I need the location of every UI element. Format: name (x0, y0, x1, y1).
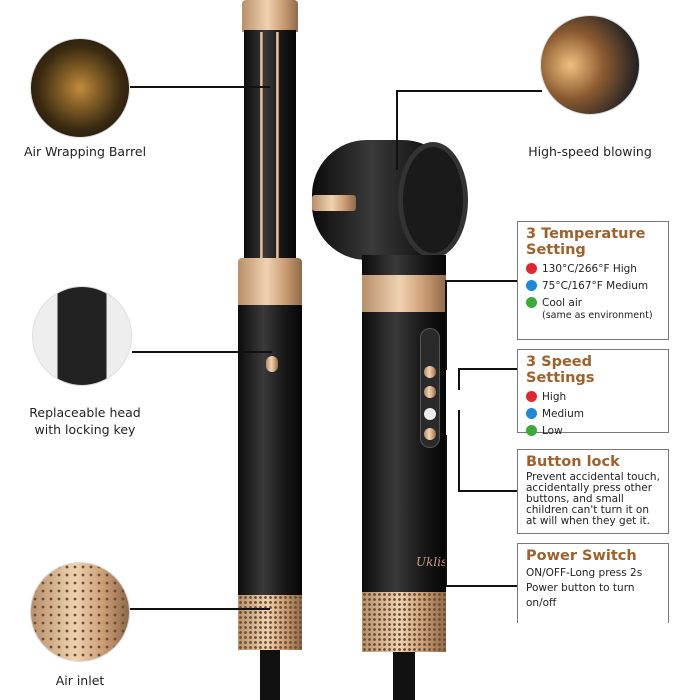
green-dot-icon (526, 297, 537, 308)
blue-dot-icon (526, 280, 537, 291)
air-wrap-curler (238, 0, 304, 700)
red-dot-icon (526, 391, 537, 402)
speed-item-low: Low (526, 425, 660, 437)
air-inlet-detail-image (30, 562, 130, 662)
temperature-item-cool: Cool air(same as environment) (526, 297, 660, 322)
callout-air-wrapping-barrel: Air Wrapping Barrel (23, 144, 147, 159)
speed-item-high: High (526, 391, 660, 403)
locking-key-button[interactable] (266, 356, 278, 372)
temperature-item-high: 130°C/266°F High (526, 263, 660, 275)
callout-replaceable-head: Replaceable head with locking key (29, 405, 141, 437)
button-lock-text: Prevent accidental touch, accidentally p… (526, 471, 660, 527)
lock-button[interactable] (424, 408, 436, 420)
button-lock-title: Button lock (526, 454, 620, 470)
speed-item-medium: Medium (526, 408, 660, 420)
temperature-title: 3 Temperature Setting (526, 226, 646, 258)
power-switch-box: Power Switch ON/OFF-Long press 2s Power … (517, 543, 669, 623)
power-switch-text: ON/OFF-Long press 2s Power button to tur… (526, 567, 643, 609)
locking-key-detail-image (32, 286, 132, 386)
brand-logo: Uklis (416, 555, 448, 569)
button-lock-box: Button lock Prevent accidental touch, ac… (517, 449, 669, 534)
airflow-detail-image (540, 15, 640, 115)
callout-air-inlet: Air inlet (55, 673, 105, 688)
temperature-button[interactable] (424, 386, 436, 398)
temperature-item-medium: 75°C/167°F Medium (526, 280, 660, 292)
speed-title: 3 Speed Settings (526, 354, 595, 386)
barrel-detail-image (30, 38, 130, 138)
blue-dot-icon (526, 408, 537, 419)
callout-high-speed-blowing: High-speed blowing (528, 144, 652, 159)
temperature-settings-box: 3 Temperature Setting 130°C/266°F High 7… (517, 221, 669, 340)
power-button[interactable] (424, 428, 436, 440)
hair-dryer: Uklis (308, 130, 468, 700)
green-dot-icon (526, 425, 537, 436)
speed-button[interactable] (424, 366, 436, 378)
red-dot-icon (526, 263, 537, 274)
power-switch-title: Power Switch (526, 548, 637, 564)
speed-settings-box: 3 Speed Settings High Medium Low (517, 349, 669, 437)
